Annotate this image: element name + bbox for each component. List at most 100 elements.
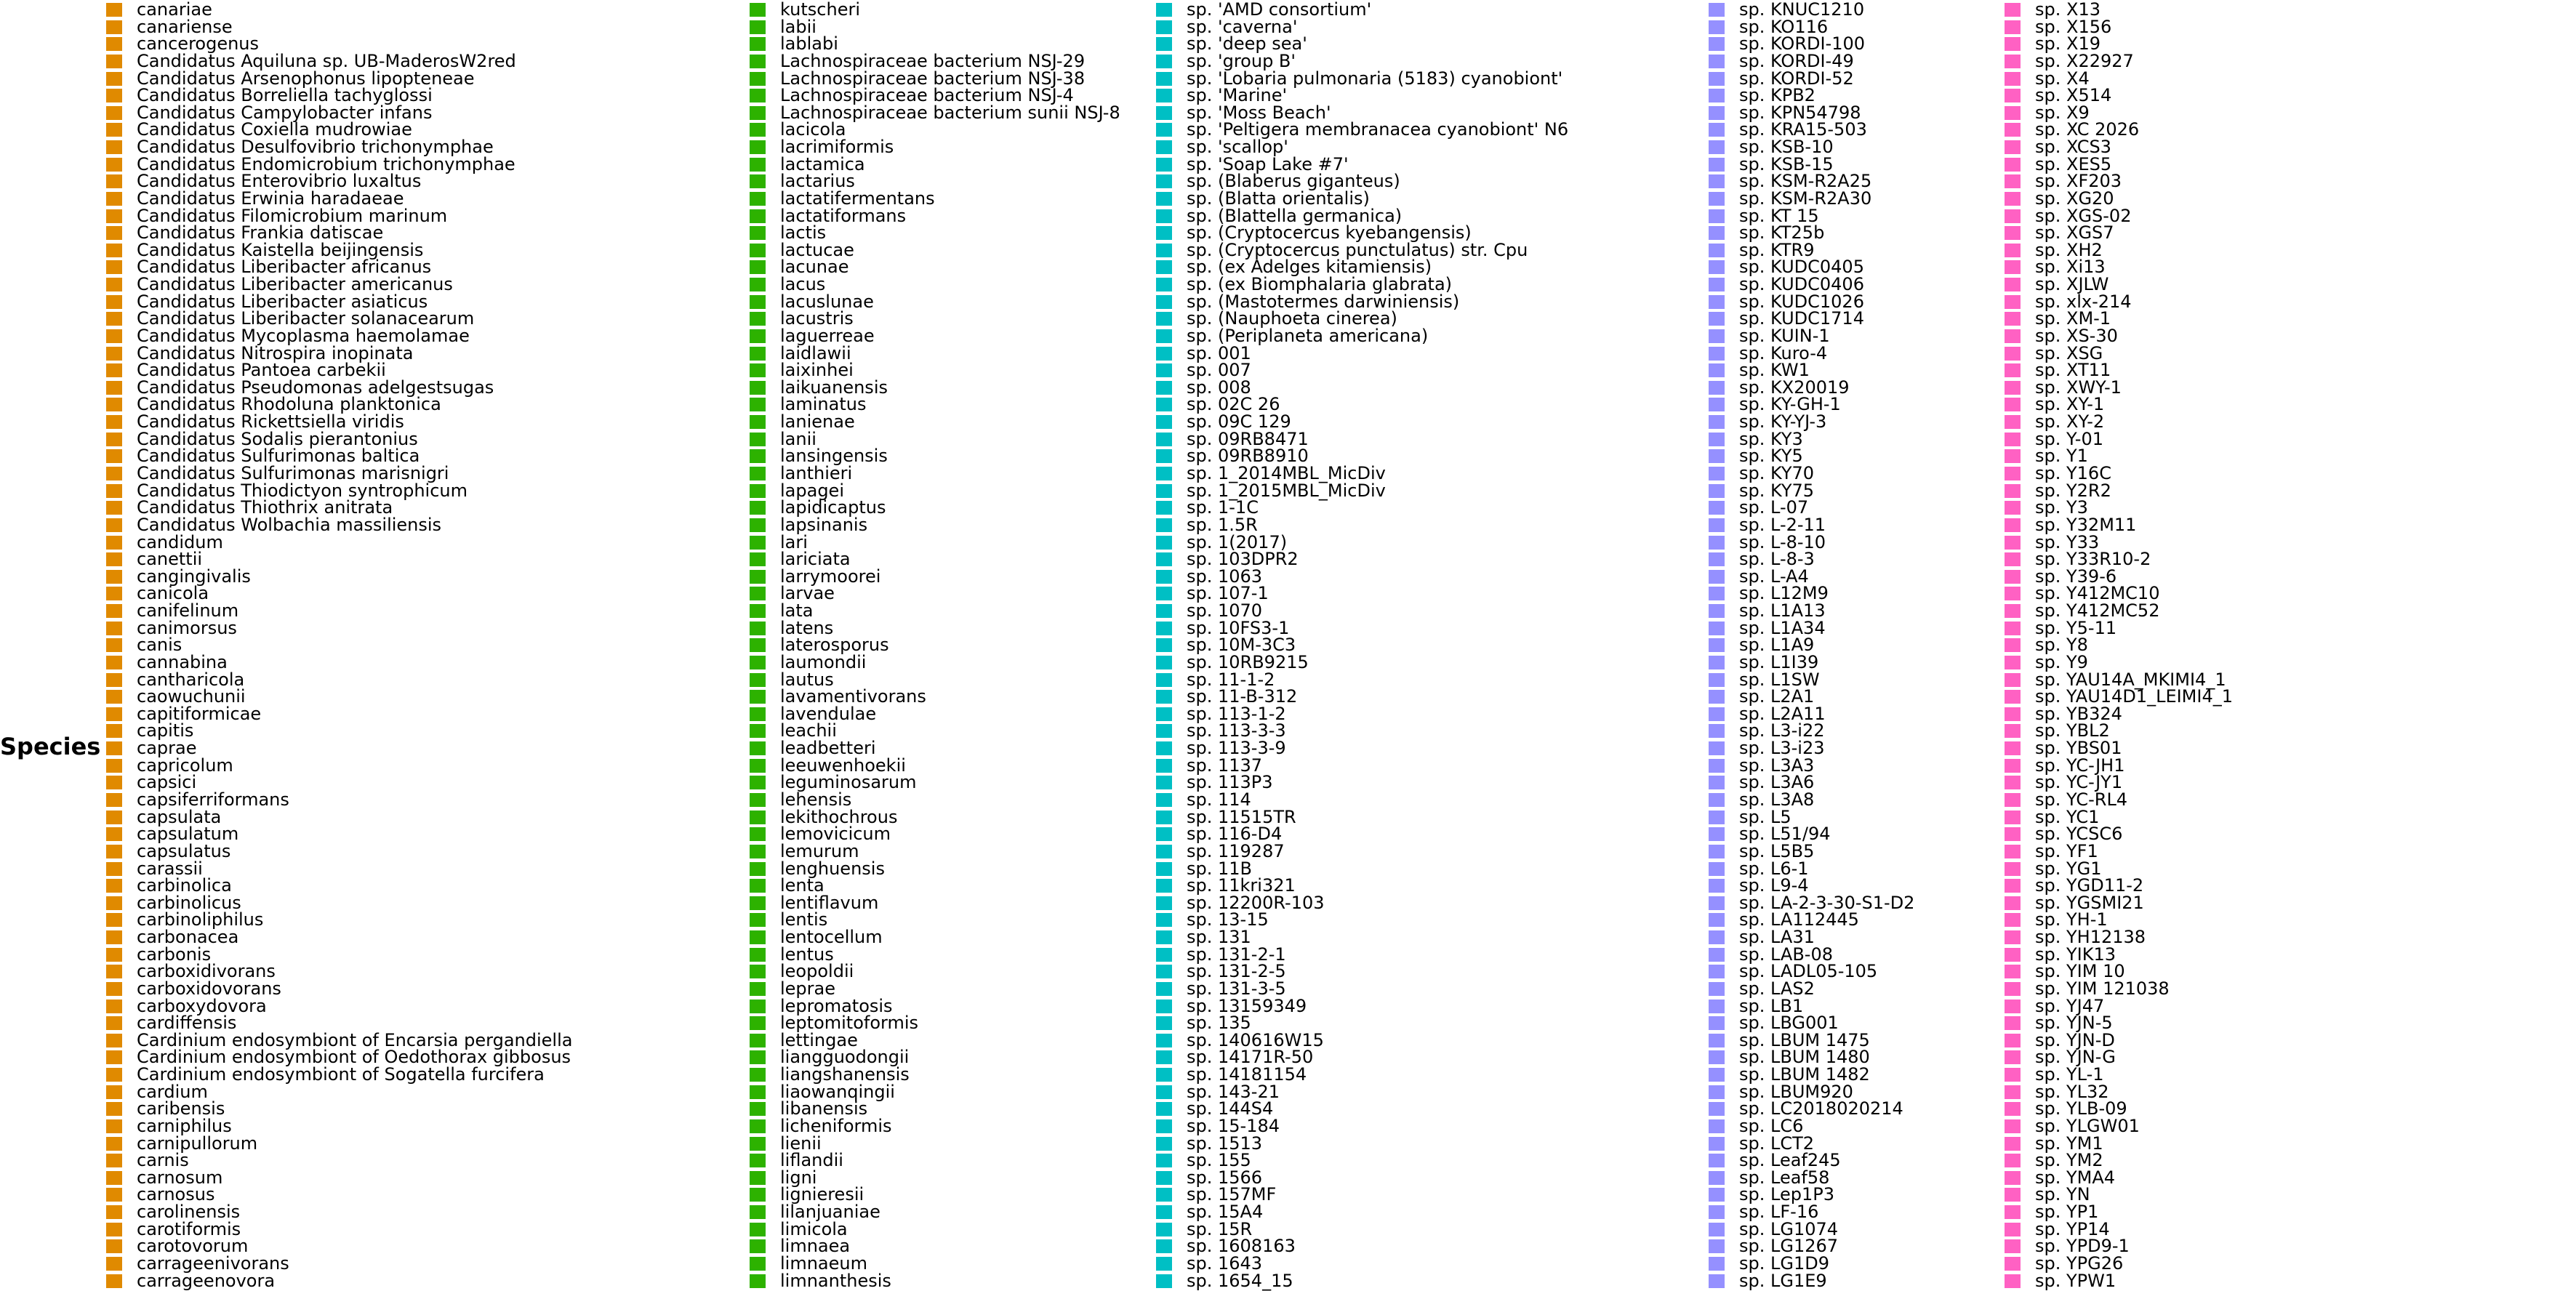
legend-swatch [1709, 1256, 1725, 1271]
legend-label: sp. KRA15-503 [1739, 119, 1867, 140]
legend-swatch [1156, 569, 1172, 584]
legend-swatch [1709, 741, 1725, 756]
legend-label: Lachnospiraceae bacterium NSJ-4 [780, 85, 1074, 106]
legend-swatch [750, 1119, 766, 1133]
legend-label: Candidatus Liberibacter americanus [137, 274, 453, 295]
legend-swatch [1156, 415, 1172, 430]
legend-label: sp. YC-RL4 [2035, 789, 2128, 810]
legend-label: lanienae [780, 411, 855, 433]
legend-label: sp. KO116 [1739, 16, 1829, 37]
legend-swatch [106, 792, 122, 807]
legend-label: sp. Y-01 [2035, 428, 2104, 449]
legend-swatch [2005, 827, 2021, 842]
legend-label: lactatiformans [780, 205, 907, 226]
legend-swatch [106, 569, 122, 584]
legend-swatch [1156, 604, 1172, 619]
legend-swatch [750, 243, 766, 257]
legend-label: sp. X19 [2035, 33, 2100, 55]
legend-swatch [106, 71, 122, 86]
legend-label: sp. 1566 [1187, 1167, 1263, 1188]
legend-label: cancerogenus [137, 33, 260, 55]
legend-label: sp. YPG26 [2035, 1252, 2124, 1274]
legend-label: sp. YP1 [2035, 1202, 2099, 1223]
legend-label: sp. KX20019 [1739, 377, 1850, 398]
legend-swatch [750, 346, 766, 361]
legend-swatch [1156, 1085, 1172, 1099]
legend-label: lactamica [780, 153, 865, 174]
legend-label: carbinolicus [137, 892, 241, 913]
legend-swatch [1709, 449, 1725, 464]
legend-label: sp. Y32M11 [2035, 514, 2137, 535]
legend-label: carboxidivorans [137, 961, 276, 982]
legend-swatch [750, 1274, 766, 1288]
legend-label: laixinhei [780, 360, 854, 381]
legend-swatch [106, 432, 122, 446]
legend-swatch [2005, 71, 2021, 86]
legend-label: sp. 1_2015MBL_MicDiv [1187, 480, 1386, 501]
legend-swatch [750, 1033, 766, 1047]
legend-label: carnis [137, 1150, 189, 1171]
legend-swatch [2005, 432, 2021, 446]
legend-label: sp. Y2R2 [2035, 480, 2111, 501]
legend-label: sp. YJN-D [2035, 1029, 2115, 1050]
legend-swatch [2005, 1085, 2021, 1099]
legend-label: canariense [137, 16, 233, 37]
legend-swatch [106, 655, 122, 669]
legend-swatch [1156, 123, 1172, 137]
legend-swatch [106, 981, 122, 996]
legend-label: lapagei [780, 480, 844, 501]
legend-label: sp. KY3 [1739, 428, 1803, 449]
legend-swatch [2005, 535, 2021, 550]
legend-label: capsulatus [137, 840, 231, 861]
legend-label: laikuanensis [780, 377, 888, 398]
legend-label: sp. L1A13 [1739, 600, 1826, 622]
legend-label: Candidatus Liberibacter solanacearum [137, 308, 475, 329]
legend-swatch [1156, 346, 1172, 361]
legend-label: sp. Leaf58 [1739, 1167, 1830, 1188]
legend-label: sp. KSB-10 [1739, 137, 1834, 158]
legend-label: sp. L-2-11 [1739, 514, 1826, 535]
legend-swatch [1709, 1136, 1725, 1151]
legend-swatch [1156, 3, 1172, 17]
legend-swatch [750, 449, 766, 464]
legend-swatch [106, 174, 122, 189]
legend-label: cannabina [137, 651, 228, 672]
legend-label: sp. (Cryptocercus punctulatus) str. Cpu [1187, 239, 1528, 260]
legend-swatch [2005, 776, 2021, 790]
legend-label: sp. LG1D9 [1739, 1252, 1829, 1274]
legend-label: Candidatus Erwinia haradaeae [137, 188, 404, 209]
legend-label: lemovicicum [780, 824, 891, 845]
legend-swatch [106, 621, 122, 635]
legend-label: Candidatus Thiodictyon syntrophicum [137, 480, 468, 501]
legend-label: laidlawii [780, 342, 851, 363]
legend-swatch [750, 879, 766, 893]
legend-swatch [1709, 380, 1725, 395]
legend-label: sp. 09RB8910 [1187, 446, 1309, 467]
legend-label: sp. YAU14A_MKIMI4_1 [2035, 669, 2226, 690]
legend-label: sp. 113-3-9 [1187, 738, 1286, 759]
legend-swatch [1156, 552, 1172, 567]
legend-swatch [1156, 690, 1172, 704]
legend-label: lettingae [780, 1029, 858, 1050]
legend-swatch [106, 965, 122, 979]
legend-swatch [750, 758, 766, 773]
legend-label: leguminosarum [780, 772, 917, 793]
legend-label: sp. LG1074 [1739, 1218, 1839, 1239]
legend-swatch [750, 209, 766, 223]
legend-swatch [2005, 981, 2021, 996]
legend-swatch [1709, 294, 1725, 309]
legend-swatch [1709, 363, 1725, 378]
legend-label: sp. YGD11-2 [2035, 875, 2144, 896]
legend-swatch [1156, 20, 1172, 34]
legend-label: sp. YIK13 [2035, 944, 2116, 965]
legend-swatch [2005, 707, 2021, 721]
legend-swatch [106, 947, 122, 962]
legend-label: Candidatus Liberibacter africanus [137, 257, 432, 278]
legend-swatch [106, 363, 122, 378]
legend-label: liangguodongii [780, 1047, 910, 1068]
legend-label: sp. 'Moss Beach' [1187, 102, 1331, 123]
legend-label: Candidatus Endomicrobium trichonymphae [137, 153, 515, 174]
legend-swatch [2005, 415, 2021, 430]
legend-label: sp. Y8 [2035, 635, 2088, 656]
legend-label: sp. 13159349 [1187, 995, 1307, 1016]
